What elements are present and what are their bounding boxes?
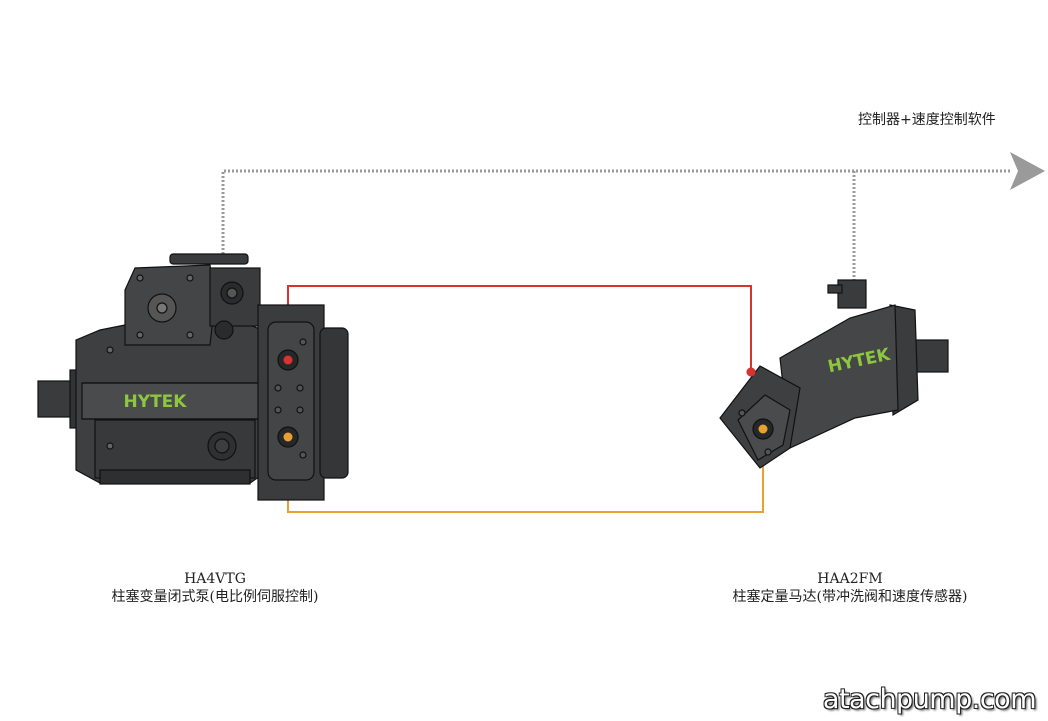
pump-brand-label: HYTEK bbox=[124, 392, 188, 412]
pressure-port-dot-motor-top bbox=[746, 367, 756, 377]
pump-description: 柱塞变量闭式泵(电比例伺服控制) bbox=[111, 589, 319, 605]
motor-model: HAA2FM bbox=[817, 571, 883, 587]
control-software-label: 控制器+速度控制软件 bbox=[858, 112, 996, 128]
return-line bbox=[287, 429, 764, 513]
control-signal-line bbox=[221, 169, 1012, 280]
arrow-head-icon bbox=[1010, 152, 1045, 190]
pump-illustration bbox=[37, 253, 349, 501]
motor-caption: HAA2FM 柱塞定量马达(带冲洗阀和速度传感器) bbox=[680, 570, 1020, 606]
pressure-line bbox=[287, 285, 752, 372]
pump-caption: HA4VTG 柱塞变量闭式泵(电比例伺服控制) bbox=[60, 570, 370, 606]
watermark: atachpump.com bbox=[822, 684, 1037, 715]
return-port-dot-pump bbox=[283, 432, 293, 442]
motor-description: 柱塞定量马达(带冲洗阀和速度传感器) bbox=[732, 589, 968, 605]
return-port-dot-motor bbox=[758, 424, 768, 434]
pressure-port-dot-pump-top bbox=[283, 355, 293, 365]
pump-model: HA4VTG bbox=[184, 571, 246, 587]
